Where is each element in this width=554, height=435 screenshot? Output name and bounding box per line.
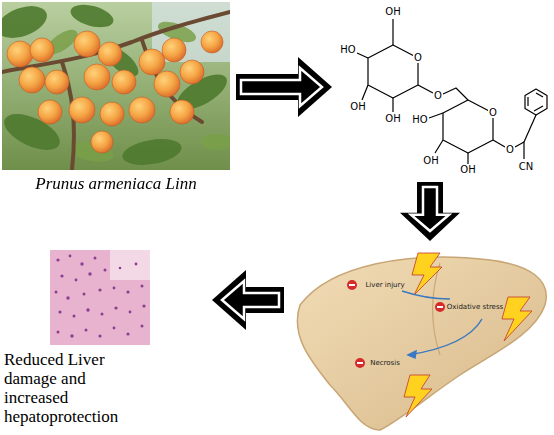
outcome-node: Reduced Liver damage and increased hepat… <box>4 250 209 426</box>
apricot-photo <box>2 2 230 170</box>
atom-label: HO <box>411 115 428 125</box>
liver-illustration <box>290 245 552 433</box>
atom-label: O <box>433 91 443 101</box>
outcome-text: Reduced Liver damage and increased hepat… <box>4 350 144 426</box>
atom-label: OH <box>384 7 401 17</box>
liver-node: Liver injuryOxidative stressNecrosis <box>290 245 552 433</box>
structure-bonds <box>338 0 552 178</box>
atom-label: O <box>505 145 515 155</box>
atom-label: CN <box>518 162 534 172</box>
lightning-bolt <box>404 253 532 417</box>
atom-label: OH <box>459 165 476 175</box>
atom-label: OH <box>422 156 439 166</box>
pathway-label: Necrosis <box>370 360 400 367</box>
species-caption: Prunus armeniaca Linn <box>2 174 230 193</box>
block-arrow <box>236 57 332 117</box>
plant-photo-node: Prunus armeniaca Linn <box>2 2 230 193</box>
block-arrow <box>400 182 460 241</box>
pathway-label: Oxidative stress <box>447 304 503 311</box>
atom-label: OH <box>349 102 366 112</box>
pathway-label: Liver injury <box>365 282 404 289</box>
inhibit-sign <box>347 280 445 368</box>
atom-label: O <box>488 108 498 118</box>
block-arrow <box>212 270 284 330</box>
histology-image <box>50 250 150 345</box>
atom-label: HO <box>339 45 356 55</box>
atom-label: OH <box>384 114 401 124</box>
pathway-arrow <box>402 291 482 358</box>
compound-structure-node: OHOHOOHOHOOHOOHOHOCN <box>338 0 552 178</box>
atom-label: O <box>413 53 423 63</box>
